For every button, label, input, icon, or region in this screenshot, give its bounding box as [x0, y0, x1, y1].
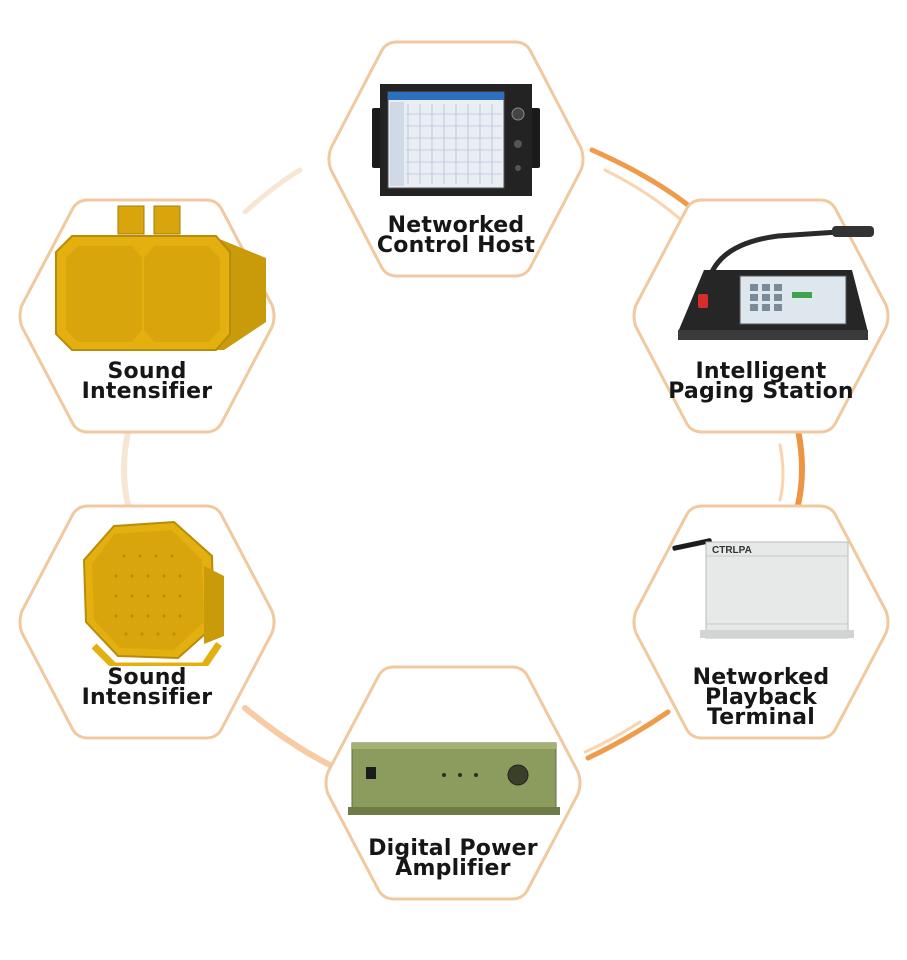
label-line: Sound [107, 359, 187, 384]
arc-paging-to-playback-faint [778, 443, 785, 502]
label-line: Playback [704, 685, 818, 710]
label-line: Intensifier [81, 685, 213, 710]
control-host-device-icon [372, 84, 540, 196]
brand-text: CTRLPA [712, 545, 752, 556]
playback-terminal-device-icon: CTRLPA [672, 538, 854, 639]
paging-station-device-icon [678, 226, 874, 340]
node-control-host: Networked Control Host [325, 38, 587, 280]
label-line: Networked [387, 213, 525, 238]
node-label: Sound Intensifier [16, 359, 278, 404]
label-line: Intelligent [695, 359, 827, 384]
arc-playback-to-amplifier [585, 709, 671, 761]
arc-playback-to-amplifier-faint [583, 720, 642, 754]
arc-amplifier-to-intensifier [242, 705, 333, 768]
node-sound-intensifier-lower: Sound Intensifier [16, 502, 278, 742]
power-amplifier-device-icon [348, 742, 560, 815]
label-line: Sound [107, 665, 187, 690]
label-line: Digital Power [368, 836, 538, 861]
node-playback-terminal: CTRLPA Networked Playback Terminal [630, 502, 892, 742]
sound-intensifier-panel-icon [55, 205, 266, 351]
arc-top-left-faint [242, 167, 303, 215]
node-label: Digital Power Amplifier [322, 836, 584, 881]
node-power-amplifier: Digital Power Amplifier [322, 663, 584, 903]
label-line: Networked [692, 665, 830, 690]
arc-paging-to-playback [795, 427, 805, 508]
node-label: Networked Playback Terminal [630, 665, 892, 730]
node-paging-station: Intelligent Paging Station [630, 196, 892, 436]
node-label: Intelligent Paging Station [630, 359, 892, 404]
label-line: Terminal [707, 705, 815, 730]
node-sound-intensifier-upper: Sound Intensifier [16, 196, 278, 436]
label-line: Control Host [376, 233, 536, 258]
label-line: Amplifier [395, 856, 511, 881]
node-label: Sound Intensifier [16, 665, 278, 710]
sound-intensifier-horn-icon [82, 520, 224, 666]
label-line: Paging Station [668, 379, 854, 404]
label-line: Intensifier [81, 379, 213, 404]
node-label: Networked Control Host [325, 213, 587, 258]
arc-left-faint [121, 429, 131, 508]
